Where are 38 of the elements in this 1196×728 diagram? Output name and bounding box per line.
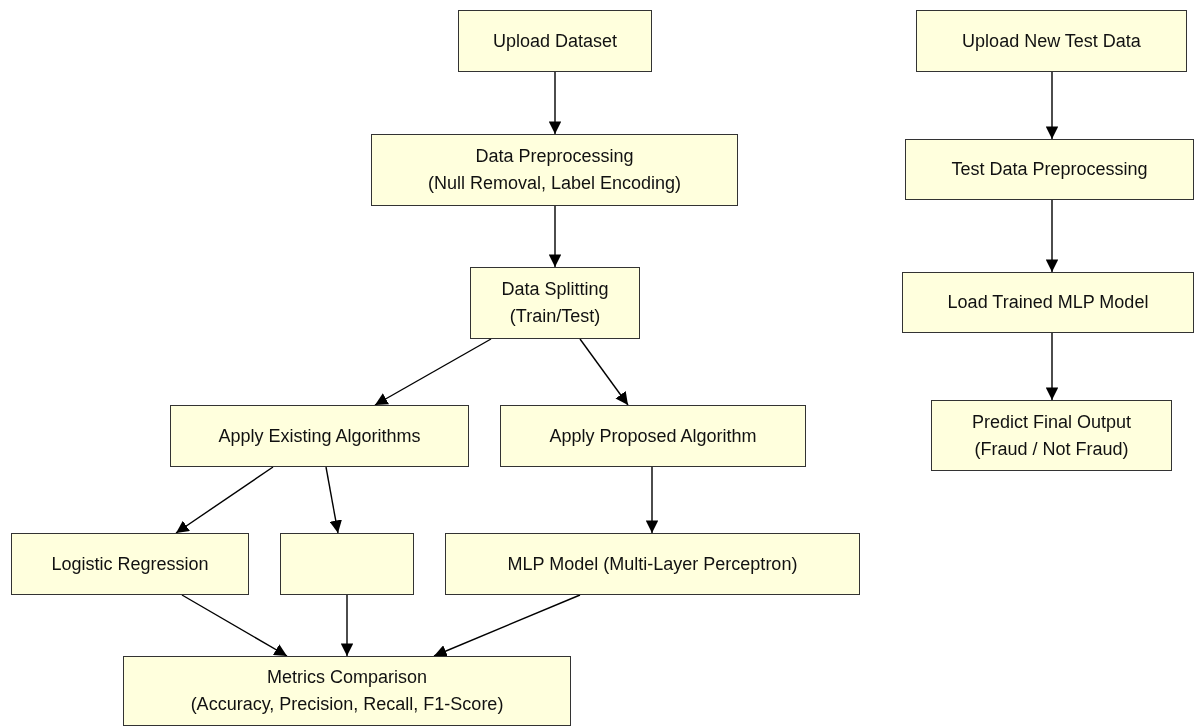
process-box: [170, 405, 469, 467]
arrow: [579, 338, 629, 406]
process-box: [931, 400, 1172, 471]
process-box: [280, 533, 414, 595]
box-label: Data Preprocessing (Null Removal, Label Encoding): [427, 145, 682, 195]
process-box: [371, 134, 738, 206]
arrow: [1045, 332, 1059, 401]
box-label: Apply Proposed Algorithm: [549, 424, 757, 448]
box-label: Load Trained MLP Model: [947, 291, 1149, 314]
process-box: [902, 272, 1194, 333]
arrow: [340, 594, 354, 657]
box-label: MLP Model (Multi-Layer Perceptron): [507, 552, 798, 576]
box-label: Test Data Preprocessing: [951, 158, 1148, 181]
process-box: [11, 533, 249, 595]
arrow: [548, 71, 562, 135]
process-box: [123, 656, 571, 726]
box-label: Upload New Test Data: [962, 29, 1141, 53]
box-label: Metrics Comparison (Accuracy, Precision, Recall, F1-Score): [190, 666, 504, 716]
arrow: [433, 594, 581, 657]
process-box: [500, 405, 806, 467]
arrow: [325, 466, 342, 534]
arrow: [175, 466, 274, 534]
box-label: Data Splitting (Train/Test): [501, 278, 609, 328]
arrow: [645, 466, 659, 534]
arrow: [1045, 71, 1059, 140]
process-box: [905, 139, 1194, 200]
box-label: Logistic Regression: [51, 552, 209, 576]
process-box: [445, 533, 860, 595]
box-label: Apply Existing Algorithms: [218, 424, 421, 448]
process-box: [916, 10, 1187, 72]
arrow: [374, 338, 492, 406]
arrow: [181, 594, 288, 657]
process-box: [470, 267, 640, 339]
arrow: [1045, 199, 1059, 273]
box-label: Upload Dataset: [492, 29, 618, 53]
process-box: [458, 10, 652, 72]
box-label: Predict Final Output (Fraud / Not Fraud): [971, 410, 1132, 461]
arrow: [548, 205, 562, 268]
